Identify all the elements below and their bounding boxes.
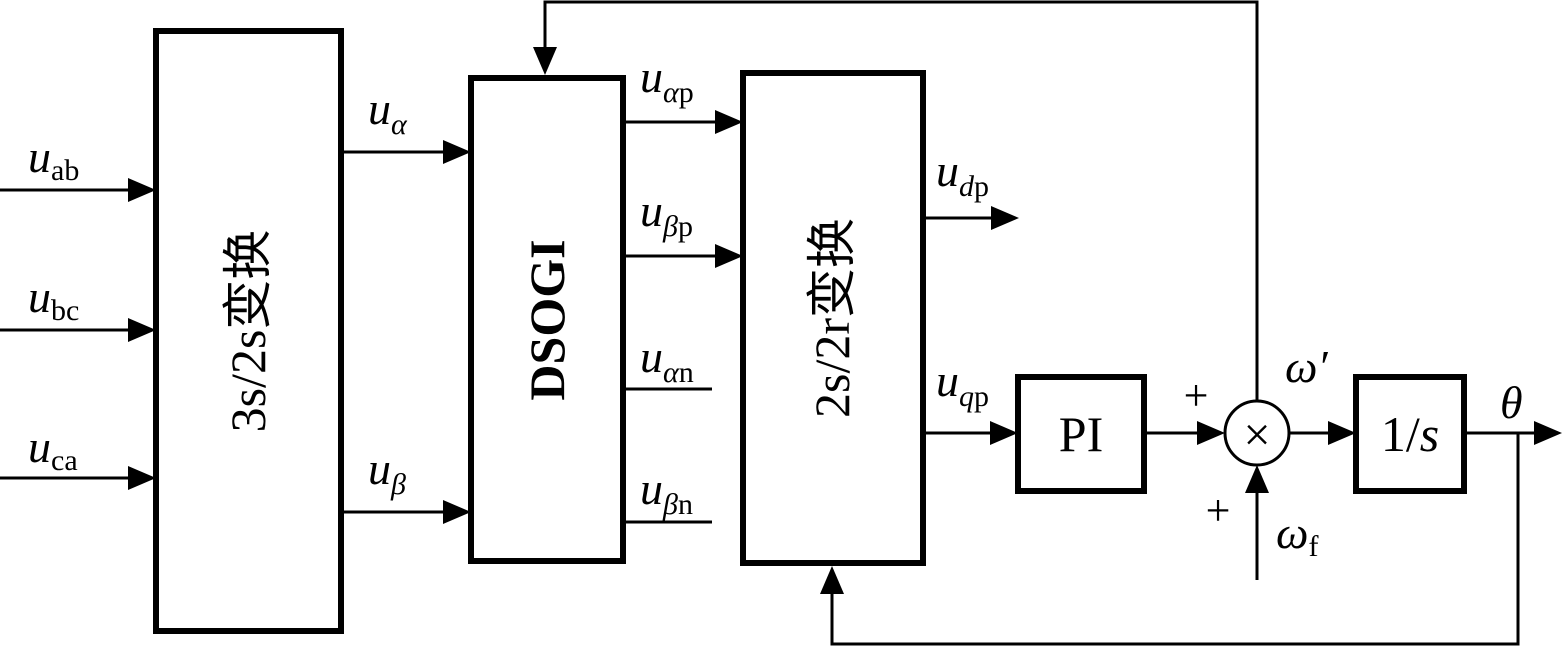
label-u-alpha: uα: [368, 83, 408, 141]
label-u-ca: uca: [28, 421, 78, 477]
arrow-feedback-2s2r: [820, 566, 844, 594]
label-theta: θ: [1500, 377, 1523, 428]
dsogi-label: DSOGI: [519, 239, 575, 400]
arrow-omega-f: [1245, 465, 1269, 493]
arrow-u-alpha: [443, 140, 471, 164]
arrow-theta-output: [1534, 421, 1562, 445]
dsogi-block: [468, 75, 626, 564]
transform-2s2r-block: [740, 70, 926, 566]
transform-2s2r-label: 2s/2r变换: [804, 218, 860, 418]
label-u-bc: ubc: [28, 271, 79, 327]
plus-sign-bottom: +: [1206, 486, 1231, 535]
feedback-omega-to-dsogi: [543, 0, 1259, 401]
arrow-u-alpha-p: [715, 110, 743, 134]
arrow-u-dp: [991, 206, 1019, 230]
label-u-qp: uqp: [936, 355, 989, 413]
arrow-u-beta-p: [715, 244, 743, 268]
input-arrow-uab: [128, 178, 156, 202]
label-u-beta-n: uβn: [640, 463, 693, 521]
pi-label: PI: [1059, 406, 1103, 462]
label-u-alpha-p: uαp: [640, 51, 694, 109]
arrow-sum-to-integrator: [1328, 421, 1356, 445]
arrow-u-qp: [990, 421, 1018, 445]
transform-3s2s-label: 3s/2s变换: [220, 230, 276, 433]
label-u-dp: udp: [936, 145, 989, 203]
pi-controller-block: [1015, 374, 1147, 494]
integrator-label: 1/s: [1381, 406, 1439, 462]
label-omega-prime: ω′: [1285, 341, 1328, 392]
arrow-u-beta: [443, 500, 471, 524]
feedback-theta-to-2s2r: [830, 433, 1520, 646]
arrow-pi-to-sum: [1197, 421, 1225, 445]
arrow-feedback-dsogi: [533, 47, 557, 75]
integrator-block: [1353, 374, 1467, 494]
label-u-alpha-n: uαn: [640, 331, 694, 389]
input-arrow-ubc: [128, 318, 156, 342]
summing-junction-symbol: ×: [1243, 409, 1270, 462]
label-u-ab: uab: [28, 131, 79, 187]
transform-3s2s-block: [153, 28, 344, 634]
label-omega-f: ωf: [1276, 507, 1318, 563]
plus-sign-top: +: [1184, 371, 1209, 420]
input-arrow-uca: [128, 466, 156, 490]
label-u-beta-p: uβp: [640, 185, 693, 243]
label-u-beta: uβ: [368, 443, 406, 501]
